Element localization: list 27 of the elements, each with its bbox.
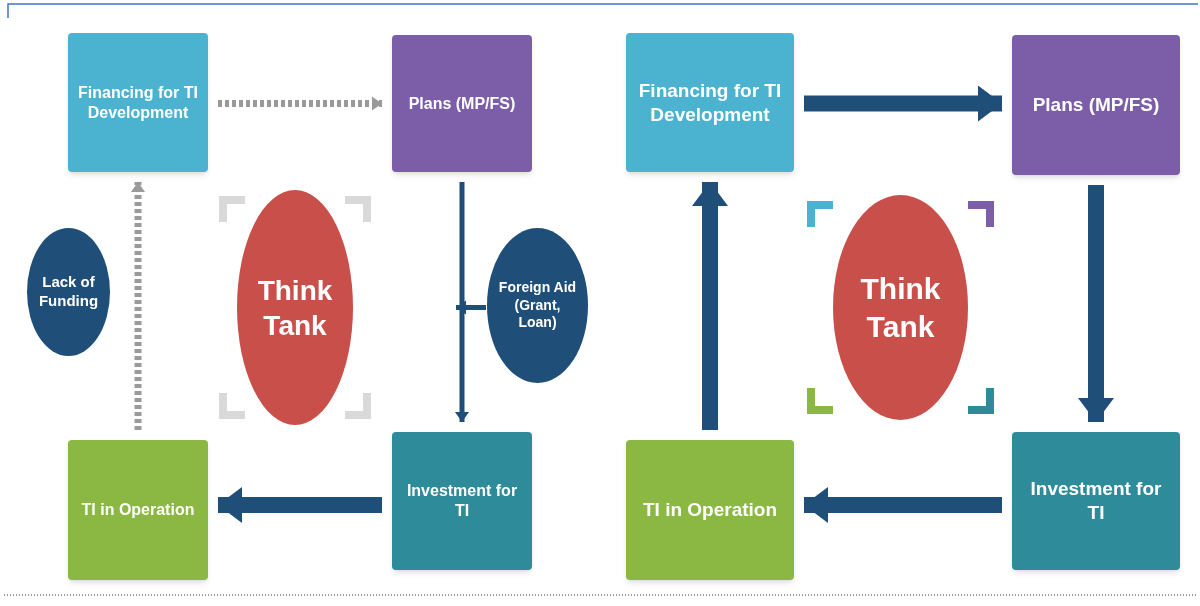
arrow [804,85,1002,122]
node-label: Investment for TI [405,481,519,521]
node-label: Plans (MP/FS) [1032,93,1160,117]
process-box [392,432,532,570]
arrow [456,300,486,315]
node-label: Foreign Aid (Grant, Loan) [497,279,578,332]
process-box [1012,432,1180,570]
node-label: Plans (MP/FS) [408,93,516,114]
node-label: Think Tank [859,271,942,345]
arrow [218,487,382,523]
process-box [1012,35,1180,175]
process-box [68,33,208,172]
arrow [804,487,1002,523]
node-label: TI in Operation [81,500,195,520]
node-label: Financing for TI Development [77,82,199,123]
process-box [392,35,532,172]
node-label: Investment for TI [1029,477,1163,525]
arrow [455,182,469,422]
process-box [68,440,208,580]
node-label: Think Tank [256,273,334,343]
process-box [626,440,794,580]
node-label: Lack of Funding [37,273,100,311]
node-label: TI in Operation [642,498,778,522]
arrow [692,182,728,430]
process-box [626,33,794,172]
node-label: Financing for TI Development [637,78,783,127]
arrow [1078,185,1114,422]
